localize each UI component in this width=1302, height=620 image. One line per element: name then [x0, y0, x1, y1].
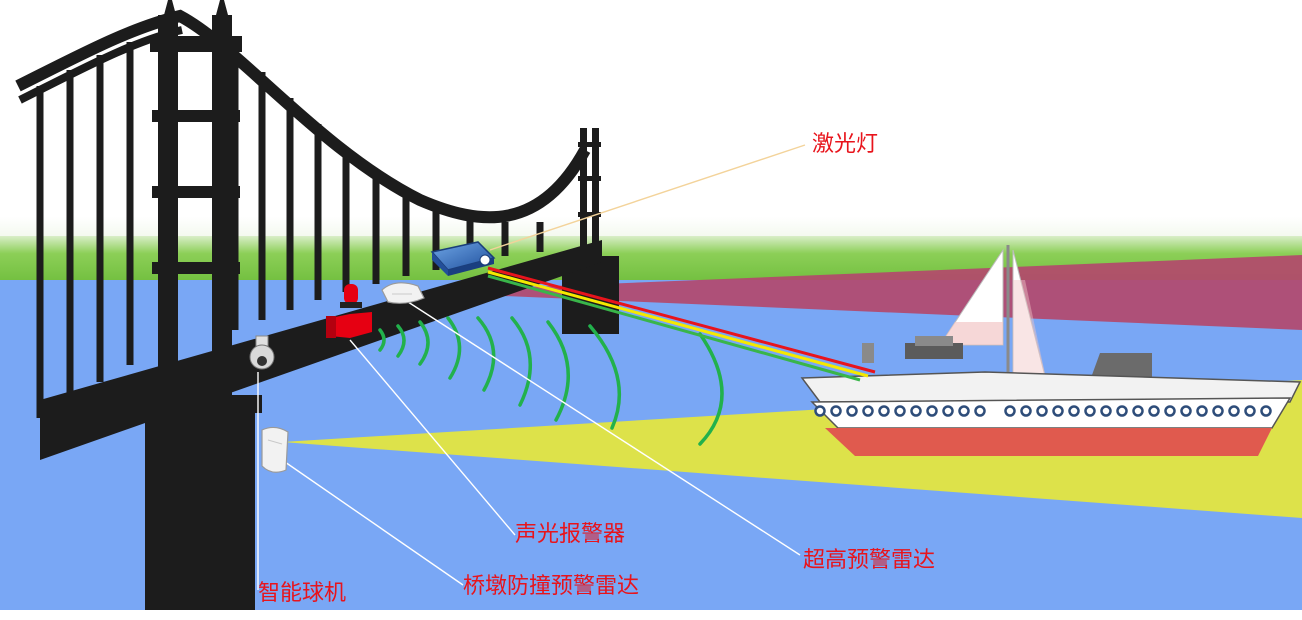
sound-waves — [378, 316, 724, 446]
ultra-high-radar-icon — [381, 282, 425, 304]
laser-light-label: 激光灯 — [812, 132, 879, 157]
ultra-high-radar-beam — [410, 255, 1302, 330]
laser-light-icon — [430, 241, 496, 276]
leader-lines — [257, 299, 801, 590]
ultra-high-radar-label: 超高预警雷达 — [803, 548, 936, 573]
laser-beams — [487, 266, 876, 382]
bridge-silhouette — [15, 0, 602, 610]
ship-portholes — [814, 405, 1272, 417]
bottom-margin — [0, 610, 1302, 620]
sound-light-alarm-label: 声光报警器 — [515, 522, 626, 547]
smart-dome-camera-label: 智能球机 — [258, 581, 347, 606]
laser-leader-line — [489, 144, 806, 251]
pier-anticollision-radar-icon — [261, 426, 289, 473]
smart-dome-camera-icon — [249, 335, 275, 370]
pier-anticollision-radar-label: 桥墩防撞预警雷达 — [463, 574, 640, 599]
sound-light-alarm-icon — [326, 284, 372, 338]
